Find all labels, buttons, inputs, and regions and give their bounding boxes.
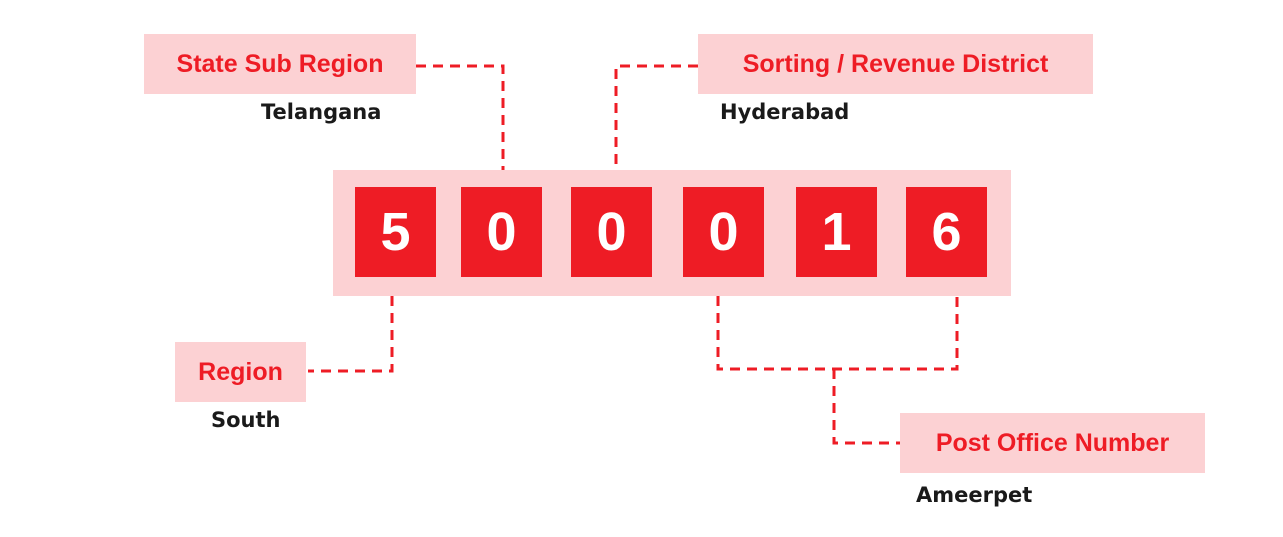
region-label: Region [175, 342, 306, 402]
state-sub-region-title: State Sub Region [176, 49, 384, 78]
connector-post-office-number [832, 369, 900, 445]
sorting-district-title: Sorting / Revenue District [742, 49, 1049, 78]
state-sub-region-value: Telangana [261, 100, 382, 124]
post-office-number-label: Post Office Number [900, 413, 1205, 473]
pin-digit-2: 0 [461, 187, 542, 277]
pin-digit-3: 0 [571, 187, 652, 277]
region-value: South [211, 408, 281, 432]
pin-digit-1: 5 [355, 187, 436, 277]
post-office-number-title: Post Office Number [935, 428, 1170, 457]
sorting-district-value: Hyderabad [720, 100, 850, 124]
region-title: Region [198, 357, 283, 386]
pin-digit-5: 1 [796, 187, 877, 277]
connector-region [308, 296, 394, 373]
state-sub-region-label: State Sub Region [144, 34, 416, 94]
post-office-number-value: Ameerpet [916, 483, 1033, 507]
sorting-district-label: Sorting / Revenue District [698, 34, 1093, 94]
connector-post-office-bracket [716, 296, 959, 371]
pin-digit-6: 6 [906, 187, 987, 277]
pin-digit-4: 0 [683, 187, 764, 277]
connector-sorting-district [614, 64, 698, 170]
connector-state-sub-region [416, 64, 505, 170]
pin-code-panel [333, 170, 1011, 296]
